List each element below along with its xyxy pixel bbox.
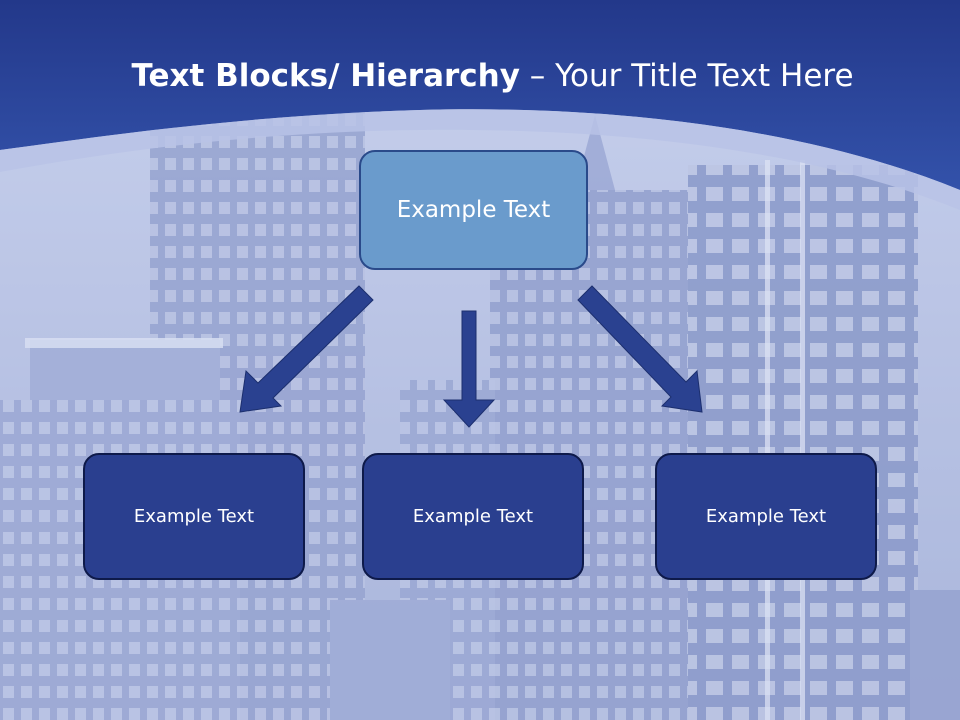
child-box-right: Example Text bbox=[655, 453, 877, 580]
arrow-down-icon bbox=[442, 310, 496, 428]
slide-title: Text Blocks/ Hierarchy – Your Title Text… bbox=[0, 54, 960, 98]
child-box-center: Example Text bbox=[362, 453, 584, 580]
child-box-label: Example Text bbox=[412, 506, 534, 527]
title-dash: – bbox=[519, 58, 556, 94]
title-bold-part: Text Blocks/ Hierarchy bbox=[131, 58, 520, 94]
child-box-left: Example Text bbox=[83, 453, 305, 580]
arrow-down-right-icon bbox=[577, 285, 703, 413]
child-box-label: Example Text bbox=[705, 506, 827, 527]
top-box-label: Example Text bbox=[396, 197, 551, 223]
arrow-down-left-icon bbox=[239, 285, 374, 413]
top-level-box: Example Text bbox=[359, 150, 588, 270]
child-box-label: Example Text bbox=[133, 506, 255, 527]
title-rest-part: Your Title Text Here bbox=[555, 58, 854, 94]
